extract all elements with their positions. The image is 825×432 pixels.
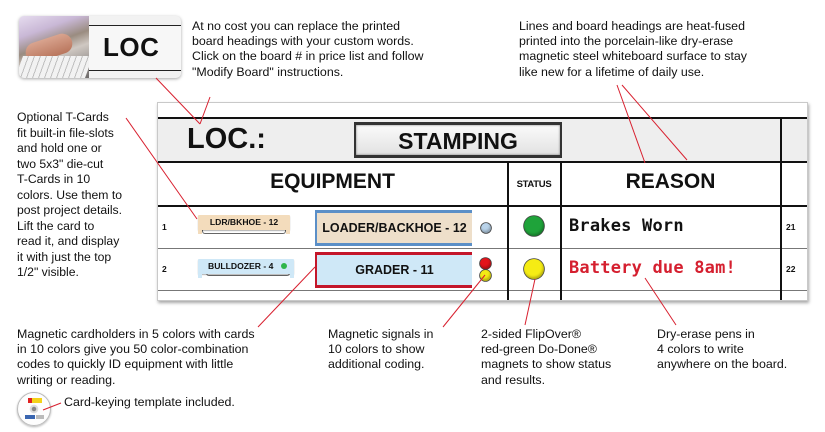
status-magnet-yellow-icon[interactable] bbox=[524, 259, 544, 279]
callout-dry-erase-pens: Dry-erase pens in 4 colors to write anyw… bbox=[657, 327, 788, 372]
whiteboard: LOC.: STAMPING EQUIPMENT STATUS REASON 1… bbox=[157, 102, 808, 301]
callout-card-keying-template: Card-keying template included. bbox=[64, 395, 235, 409]
column-header-equipment: EQUIPMENT bbox=[270, 170, 395, 193]
status-magnet-green-icon[interactable] bbox=[524, 216, 544, 236]
thumbnail-label: LOC bbox=[103, 32, 160, 62]
board-rule bbox=[158, 290, 807, 291]
cardholder-label: LOADER/BACKHOE - 12 bbox=[322, 221, 467, 235]
heading-strip: LOC bbox=[89, 25, 181, 71]
t-card[interactable]: LDR/BKHOE - 12 bbox=[198, 215, 290, 234]
reason-text[interactable]: Brakes Worn bbox=[569, 216, 684, 236]
board-rule bbox=[158, 117, 807, 119]
t-card[interactable]: BULLDOZER - 4 bbox=[198, 259, 294, 278]
callout-heat-fused-lines: Lines and board headings are heat-fused … bbox=[519, 19, 747, 79]
callout-magnetic-signals: Magnetic signals in 10 colors to show ad… bbox=[328, 327, 434, 372]
column-header-status: STATUS bbox=[516, 179, 552, 190]
side-number: 21 bbox=[786, 222, 796, 232]
department-nameplate[interactable]: STAMPING bbox=[354, 122, 562, 158]
magnetic-cardholder[interactable]: GRADER - 11 bbox=[315, 252, 472, 288]
side-number: 22 bbox=[786, 264, 796, 274]
callout-custom-headings: At no cost you can replace the printed b… bbox=[192, 19, 424, 79]
column-divider bbox=[507, 161, 509, 300]
board-rule bbox=[158, 205, 807, 207]
callout-t-cards: Optional T-Cards fit built-in file-slots… bbox=[17, 110, 123, 279]
department-name: STAMPING bbox=[398, 128, 518, 154]
column-divider bbox=[780, 117, 782, 300]
row-number: 2 bbox=[162, 264, 167, 274]
t-card-signal-icon bbox=[281, 263, 287, 269]
magnetic-signal-icon[interactable] bbox=[481, 223, 491, 233]
magnetic-signal-red-icon[interactable] bbox=[480, 258, 491, 269]
callout-flipover-magnets: 2-sided FlipOver® red-green Do-Done® mag… bbox=[481, 327, 612, 387]
column-header-reason: REASON bbox=[625, 170, 716, 193]
column-divider bbox=[560, 161, 562, 300]
callout-cardholders: Magnetic cardholders in 5 colors with ca… bbox=[17, 327, 255, 387]
t-card-label: BULLDOZER - 4 bbox=[208, 261, 274, 271]
heading-thumbnail: LOC bbox=[19, 16, 181, 78]
cd-disc-icon bbox=[17, 392, 51, 426]
row-number: 1 bbox=[162, 222, 167, 232]
board-rule bbox=[158, 248, 807, 249]
magnetic-signal-yellow-icon[interactable] bbox=[480, 270, 491, 281]
board-rule bbox=[158, 161, 807, 163]
reason-text[interactable]: Battery due 8am! bbox=[569, 258, 736, 278]
t-card-label: LDR/BKHOE - 12 bbox=[209, 217, 279, 227]
cardholder-label: GRADER - 11 bbox=[355, 263, 434, 277]
typing-photo bbox=[19, 16, 94, 78]
loc-label: LOC.: bbox=[187, 123, 266, 155]
magnetic-cardholder[interactable]: LOADER/BACKHOE - 12 bbox=[315, 210, 472, 246]
